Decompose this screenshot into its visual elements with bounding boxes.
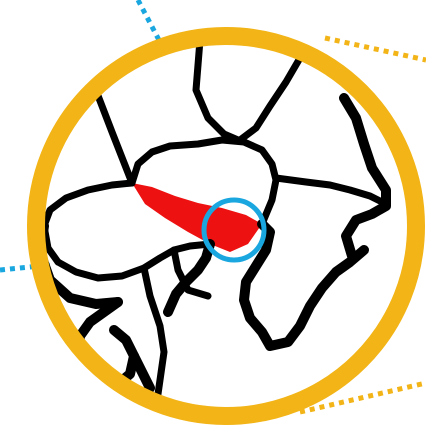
pointer-line-gold-top <box>325 38 426 60</box>
region-boundary <box>44 183 132 262</box>
highlighted-region <box>132 183 262 252</box>
region-boundary <box>276 178 386 204</box>
region-boundary <box>196 40 238 140</box>
pointer-line-blue-top <box>138 0 160 42</box>
region-boundary <box>240 58 300 140</box>
region-boundary <box>58 244 210 278</box>
coastline <box>134 356 150 388</box>
